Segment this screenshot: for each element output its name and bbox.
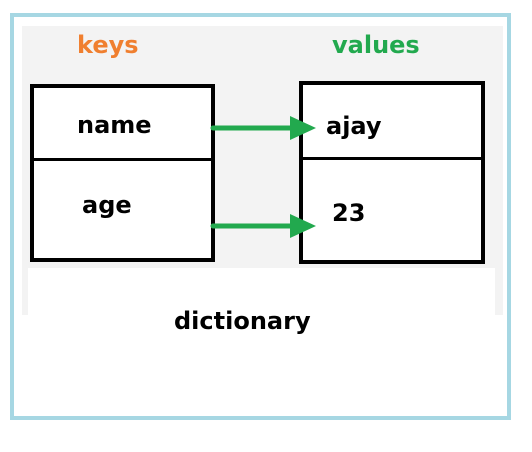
arrow-head-name — [290, 116, 316, 140]
arrow-age-to-23 — [210, 214, 316, 238]
arrow-name-to-ajay — [210, 116, 316, 140]
diagram-panel-edge-right — [495, 268, 503, 315]
values-box — [299, 81, 485, 264]
diagram-panel-edge-left — [22, 268, 28, 315]
value-23: 23 — [332, 199, 366, 227]
key-age: age — [82, 191, 132, 219]
value-ajay: ajay — [326, 112, 382, 140]
keys-divider — [34, 158, 211, 161]
keys-box — [30, 84, 215, 262]
values-heading: values — [332, 31, 420, 59]
keys-heading: keys — [77, 31, 139, 59]
values-divider — [303, 157, 481, 160]
arrow-head-age — [290, 214, 316, 238]
key-name: name — [77, 111, 152, 139]
diagram-caption: dictionary — [174, 307, 311, 335]
